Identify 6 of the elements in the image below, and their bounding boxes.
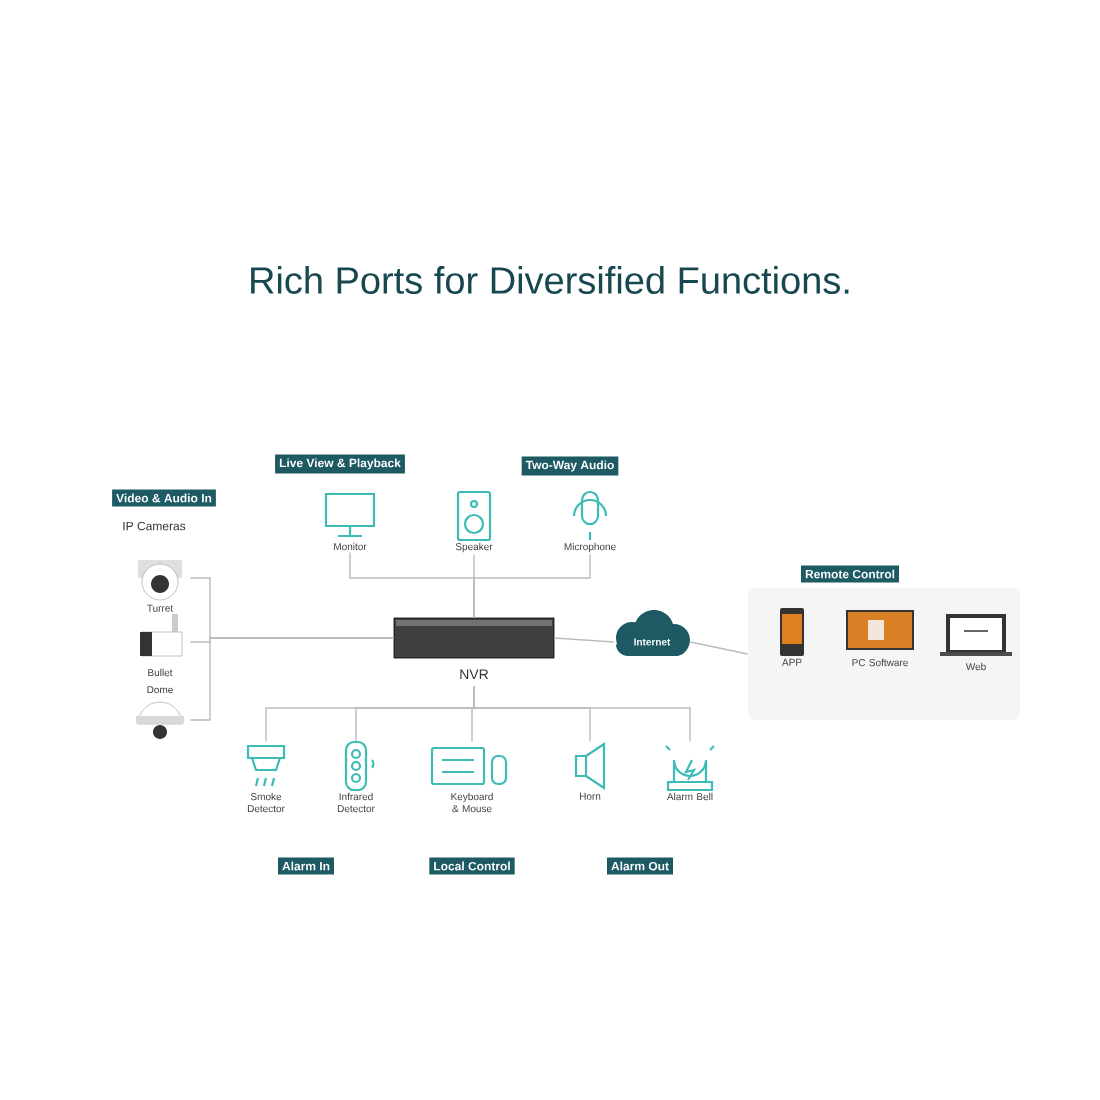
title: Rich Ports for Diversified Functions. (251, 266, 849, 294)
connector-line (189, 637, 395, 721)
connector-line (689, 641, 749, 655)
connector-line (473, 553, 591, 619)
connector-line (553, 637, 615, 643)
connector-line (473, 685, 691, 743)
